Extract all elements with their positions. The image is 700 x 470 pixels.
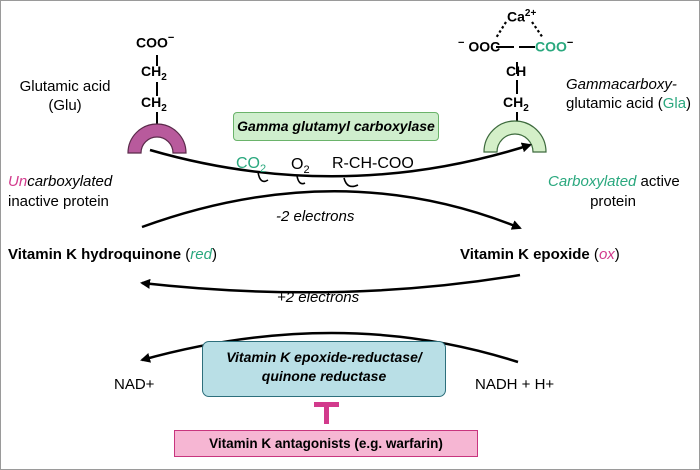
gla-right-carboxyl: COO− [535, 37, 574, 55]
uncarboxylated-cup [127, 123, 187, 154]
nad-label: NAD+ [114, 376, 155, 393]
glu-ch2-lower: CH2 [141, 94, 167, 114]
carboxylation-arrow [149, 142, 532, 178]
epoxide-reductase-label-line1: Vitamin K epoxide-reductase/ [226, 349, 422, 365]
gamma-glutamyl-carboxylase-label: Gamma glutamyl carboxylase [237, 118, 435, 134]
glu-ch2-upper: CH2 [141, 63, 167, 83]
inhibition-bar-top [314, 402, 339, 407]
carboxylated-protein-label: Carboxylated active protein [548, 173, 680, 210]
gla-label: Gammacarboxy- glutamic acid (Gla) [566, 76, 692, 112]
vitamin-k-antagonists-label: Vitamin K antagonists (e.g. warfarin) [209, 436, 443, 451]
o2-hook [296, 175, 306, 185]
nadh-to-nad-arrow [140, 331, 519, 364]
gamma-glutamyl-carboxylase-box: Gamma glutamyl carboxylase [233, 112, 439, 141]
rchcoo-hook [343, 177, 359, 188]
co2-label: CO2 [236, 155, 267, 176]
gla-left-carboxyl: − OOC [458, 37, 501, 55]
epoxide-reduction-arrow [140, 273, 521, 294]
uncarboxylated-protein-label: Uncarboxylated inactive protein [8, 173, 113, 210]
nadh-label: NADH + H+ [475, 376, 555, 393]
vitamin-k-antagonists-box: Vitamin K antagonists (e.g. warfarin) [174, 430, 478, 457]
calcium-bond-left [495, 21, 507, 39]
minus-two-electrons-label: -2 electrons [276, 208, 355, 225]
gla-ch: CH [506, 63, 527, 79]
vitamin-k-epoxide-label: Vitamin K epoxide (ox) [460, 246, 620, 263]
carboxylated-cup [483, 120, 547, 153]
epoxide-reductase-box: Vitamin K epoxide-reductase/ quinone red… [202, 341, 446, 397]
rchcoo-label: R-CH-COO [332, 155, 414, 172]
oxidation-arrow [141, 190, 522, 230]
inhibition-bar-stem [324, 405, 329, 424]
co2-hook [257, 171, 269, 183]
glutamic-acid-label: Glutamic acid (Glu) [19, 78, 111, 114]
vitamin-k-hydroquinone-label: Vitamin K hydroquinone (red) [8, 246, 217, 263]
epoxide-reductase-label-line2: quinone reductase [261, 368, 387, 384]
glu-carboxyl-group: COO− [136, 32, 175, 51]
gla-ch2: CH2 [503, 94, 529, 114]
calcium-bond-right [531, 21, 544, 39]
calcium-ion: Ca2+ [507, 8, 537, 25]
plus-two-electrons-label: +2 electrons [277, 289, 360, 306]
o2-label: O2 [291, 156, 310, 177]
